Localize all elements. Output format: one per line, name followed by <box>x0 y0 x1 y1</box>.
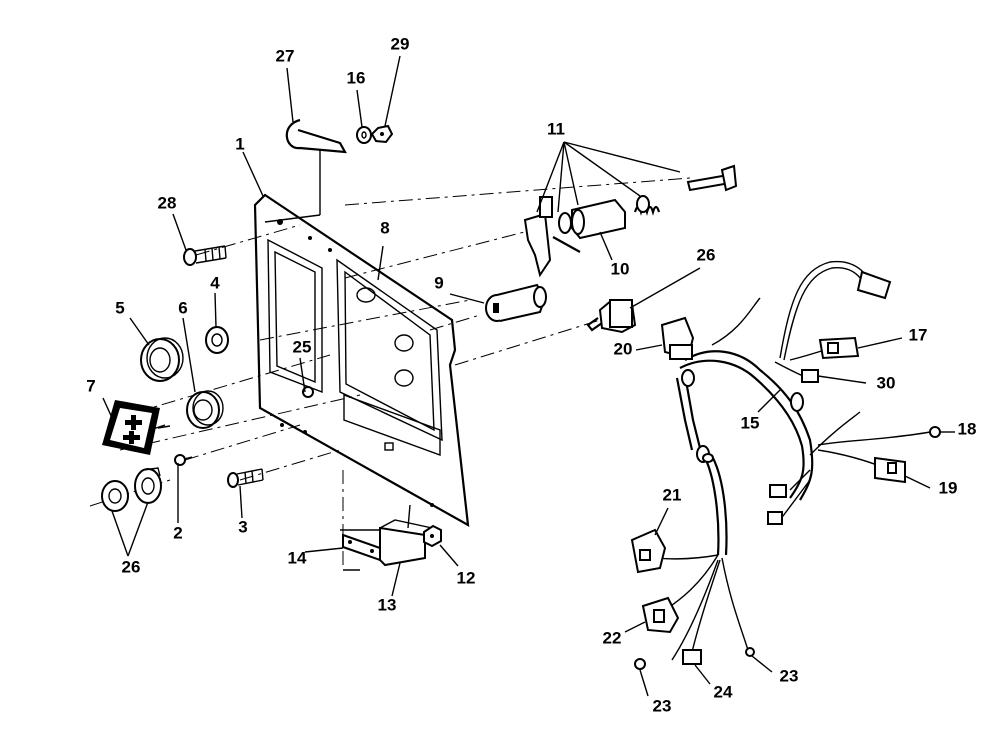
callout-7: 7 <box>86 376 95 395</box>
terminal-23b <box>745 647 755 657</box>
connector-19 <box>874 456 906 484</box>
callout-23a: 23 <box>653 696 672 715</box>
lock-cylinder <box>485 283 547 322</box>
callout-26b: 26 <box>122 557 141 576</box>
connector-20 <box>660 316 695 360</box>
block-nut <box>423 524 442 548</box>
terminal-30 <box>801 369 819 383</box>
panel-plate <box>253 193 470 528</box>
mounting-strap <box>342 533 381 562</box>
washer <box>356 126 372 144</box>
callout-14: 14 <box>288 548 307 567</box>
spring-clip <box>264 118 347 223</box>
ring-terminal-18 <box>929 426 941 438</box>
leader-lines <box>102 55 955 697</box>
knurled-thumb-nut <box>140 337 184 382</box>
callout-6: 6 <box>178 298 187 317</box>
assembly-centerlines <box>89 177 691 571</box>
callout-1: 1 <box>235 134 244 153</box>
latch-washer <box>558 212 572 234</box>
callout-17: 17 <box>909 325 928 344</box>
callout-11: 11 <box>547 119 565 138</box>
callout-10: 10 <box>611 259 630 278</box>
callout-18: 18 <box>958 419 977 438</box>
callout-27: 27 <box>276 46 295 65</box>
callout-26a: 26 <box>697 245 716 264</box>
callout-12: 12 <box>457 568 476 587</box>
connector-top <box>856 270 892 300</box>
wiring-harness <box>647 260 931 661</box>
connector-17 <box>818 336 860 360</box>
callout-3: 3 <box>238 517 247 536</box>
callout-22: 22 <box>603 628 622 647</box>
callout-30: 30 <box>877 373 896 392</box>
connector-22 <box>641 596 680 634</box>
switch-guard <box>102 400 171 455</box>
carriage-bolt <box>183 245 227 266</box>
callout-19: 19 <box>939 478 958 497</box>
callout-29: 29 <box>391 34 410 53</box>
lock-washer <box>205 326 229 354</box>
callout-23b: 23 <box>780 666 799 685</box>
callout-16: 16 <box>347 68 366 87</box>
callout-28: 28 <box>158 193 177 212</box>
callout-2: 2 <box>173 523 182 542</box>
connector-side <box>767 484 787 525</box>
terminal-23a <box>634 658 646 670</box>
knurled-nut <box>186 390 224 429</box>
connector-24 <box>682 649 702 665</box>
bezel-ring <box>134 467 162 504</box>
hex-bolt <box>227 468 264 488</box>
callout-4: 4 <box>210 273 220 292</box>
latch-spring <box>633 195 661 216</box>
callout-20: 20 <box>614 339 633 358</box>
callout-13: 13 <box>378 595 397 614</box>
latch-lever <box>523 196 553 278</box>
harness-sleeve-ends <box>681 369 804 463</box>
callout-5: 5 <box>115 298 124 317</box>
callout-25: 25 <box>293 337 312 356</box>
callout-labels: 1 2 3 4 5 6 7 8 9 10 11 12 13 14 15 16 1… <box>86 34 976 715</box>
panel-nut <box>101 480 129 512</box>
hex-nut <box>370 124 394 144</box>
connector-21 <box>630 528 667 574</box>
latch-pin <box>552 236 581 253</box>
latch-rod <box>686 164 738 192</box>
callout-8: 8 <box>380 218 389 237</box>
callout-15: 15 <box>741 413 760 432</box>
callout-24: 24 <box>714 682 733 701</box>
latch-body <box>571 198 626 240</box>
callout-9: 9 <box>434 273 443 292</box>
small-screw <box>174 454 193 466</box>
toggle-switch <box>586 298 637 334</box>
callout-21: 21 <box>663 485 682 504</box>
